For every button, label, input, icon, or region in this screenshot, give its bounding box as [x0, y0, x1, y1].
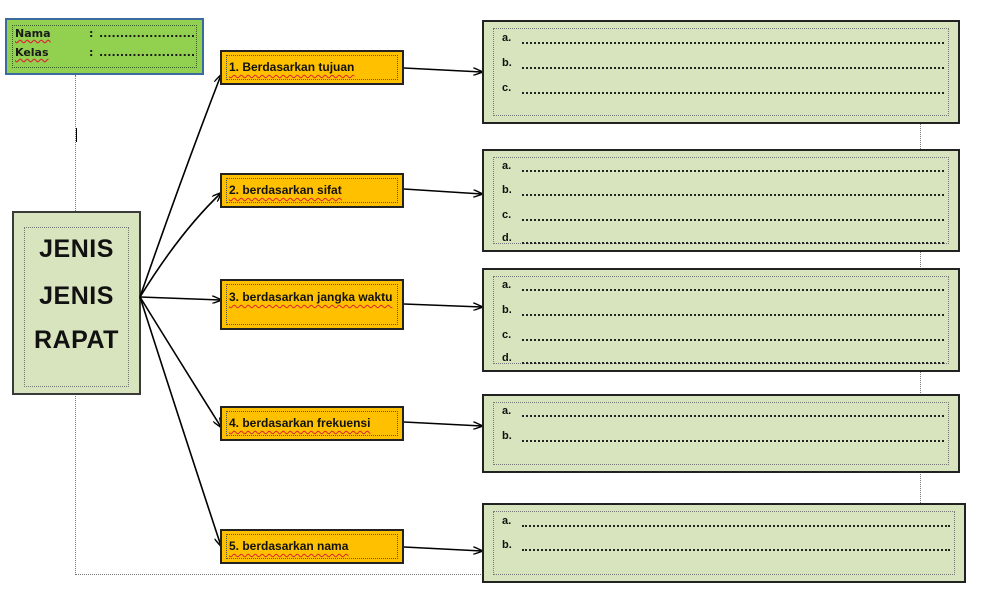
answer-panel-1: a. b. c. — [482, 20, 960, 124]
answer-panel-5: a. b. — [482, 503, 966, 583]
arrow-main-to-cat4 — [139, 296, 221, 427]
category-box-1-inner — [226, 55, 398, 80]
category-box-2-inner — [226, 178, 398, 203]
answer-panel-5-inner — [493, 511, 955, 575]
category-label-2: 2. berdasarkan sifat — [229, 183, 342, 197]
answer-letter: a. — [502, 32, 512, 44]
arrow-main-to-cat1 — [139, 75, 221, 298]
student-info-box: Nama:....................... Kelas:.....… — [5, 18, 204, 75]
answer-line-2d[interactable]: d. — [502, 232, 944, 248]
answer-letter: a. — [502, 405, 512, 417]
answer-line-5b[interactable]: b. — [502, 539, 950, 555]
answer-panel-1-inner — [493, 28, 949, 116]
answer-line-3a[interactable]: a. — [502, 279, 944, 295]
answer-letter: b. — [502, 430, 512, 442]
name-separator: : — [89, 27, 94, 40]
category-box-5-inner — [226, 534, 398, 559]
category-box-4: 4. berdasarkan frekuensi — [220, 406, 404, 441]
answer-dotted-line — [522, 42, 944, 44]
text-cursor — [76, 128, 77, 142]
category-box-3: 3. berdasarkan jangka waktu — [220, 279, 404, 330]
answer-dotted-line — [522, 67, 944, 69]
category-label-4: 4. berdasarkan frekuensi — [229, 416, 371, 430]
category-label-5: 5. berdasarkan nama — [229, 539, 349, 553]
answer-line-4b[interactable]: b. — [502, 430, 944, 446]
arrow-main-to-cat2 — [139, 193, 221, 298]
category-label-1: 1. Berdasarkan tujuan — [229, 60, 355, 74]
category-box-4-inner — [226, 411, 398, 436]
class-row[interactable]: Kelas:....................... — [15, 46, 195, 59]
answer-dotted-line — [522, 194, 944, 196]
answer-line-3c[interactable]: c. — [502, 329, 944, 345]
answer-panel-2: a. b. c. d. — [482, 149, 960, 252]
answer-dotted-line — [522, 415, 944, 417]
answer-line-1c[interactable]: c. — [502, 82, 944, 98]
answer-letter: b. — [502, 184, 512, 196]
category-box-3-inner — [226, 284, 398, 325]
answer-letter: b. — [502, 304, 512, 316]
main-title-line-1: JENIS — [39, 235, 114, 263]
category-box-1: 1. Berdasarkan tujuan — [220, 50, 404, 85]
answer-dotted-line — [522, 314, 944, 316]
arrow-main-to-cat3 — [139, 297, 221, 300]
answer-panel-4-inner — [493, 402, 949, 465]
main-title-line-3: RAPAT — [34, 326, 119, 354]
answer-line-3d[interactable]: d. — [502, 352, 944, 368]
arrow-cat3-to-panel3 — [403, 304, 482, 307]
student-info-inner — [12, 25, 197, 68]
main-topic-inner — [24, 227, 129, 387]
answer-letter: c. — [502, 209, 512, 221]
answer-dotted-line — [522, 525, 950, 527]
name-blank[interactable]: ....................... — [99, 27, 196, 40]
answer-panel-4: a. b. — [482, 394, 960, 473]
arrow-main-to-cat5 — [139, 296, 221, 546]
answer-letter: a. — [502, 515, 512, 527]
answer-letter: b. — [502, 539, 512, 551]
answer-letter: b. — [502, 57, 512, 69]
answer-dotted-line — [522, 289, 944, 291]
arrow-cat4-to-panel4 — [403, 421, 482, 426]
answer-line-1a[interactable]: a. — [502, 32, 944, 48]
answer-letter: c. — [502, 82, 512, 94]
answer-line-3b[interactable]: b. — [502, 304, 944, 320]
arrow-cat1-to-panel1 — [403, 67, 482, 72]
answer-line-2b[interactable]: b. — [502, 184, 944, 200]
answer-dotted-line — [522, 242, 944, 244]
answer-dotted-line — [522, 92, 944, 94]
arrow-cat2-to-panel2 — [403, 188, 482, 194]
answer-line-1b[interactable]: b. — [502, 57, 944, 73]
main-topic-box: JENIS JENIS RAPAT — [12, 211, 141, 395]
answer-line-2c[interactable]: c. — [502, 209, 944, 225]
category-label-3: 3. berdasarkan jangka waktu — [229, 290, 393, 304]
answer-dotted-line — [522, 219, 944, 221]
category-box-2: 2. berdasarkan sifat — [220, 173, 404, 208]
answer-letter: d. — [502, 232, 512, 244]
answer-dotted-line — [522, 362, 944, 364]
answer-letter: a. — [502, 279, 512, 291]
arrow-cat5-to-panel5 — [403, 546, 482, 551]
class-separator: : — [89, 46, 94, 59]
class-blank[interactable]: ....................... — [99, 46, 196, 59]
main-title-line-2: JENIS — [39, 282, 114, 310]
answer-dotted-line — [522, 549, 950, 551]
answer-dotted-line — [522, 339, 944, 341]
answer-line-4a[interactable]: a. — [502, 405, 944, 421]
answer-line-5a[interactable]: a. — [502, 515, 950, 531]
answer-letter: a. — [502, 160, 512, 172]
answer-letter: d. — [502, 352, 512, 364]
answer-dotted-line — [522, 170, 944, 172]
answer-letter: c. — [502, 329, 512, 341]
answer-line-2a[interactable]: a. — [502, 160, 944, 176]
name-row[interactable]: Nama:....................... — [15, 27, 195, 40]
name-label: Nama — [15, 27, 51, 40]
category-box-5: 5. berdasarkan nama — [220, 529, 404, 564]
answer-dotted-line — [522, 440, 944, 442]
answer-panel-3: a. b. c. d. — [482, 268, 960, 372]
class-label: Kelas — [15, 46, 49, 59]
